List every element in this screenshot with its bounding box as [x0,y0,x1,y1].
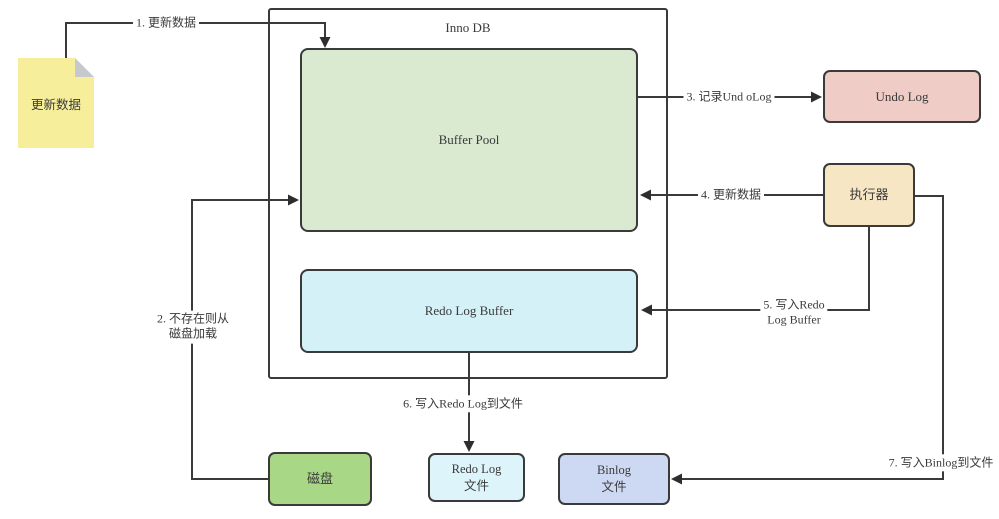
edge-label-step2-line2: 磁盘加载 [168,327,218,341]
edge-step3-arrowhead [811,91,822,103]
binlog-file-label: Binlog 文件 [597,462,631,496]
edge-step2-arrowhead [288,194,299,206]
edge-label-step2: 2. 不存在则从 磁盘加载 [153,310,233,344]
edge-step6-arrowhead [463,441,475,452]
note-paper [18,58,94,148]
innodb-container-box [268,8,668,379]
edge-label-step6: 6. 写入Redo Log到文件 [400,395,526,413]
buffer-pool-label: Buffer Pool [438,132,500,148]
redo-log-buffer-node: Redo Log Buffer [300,269,638,353]
redo-log-buffer-label: Redo Log Buffer [424,303,514,319]
edge-step7-arrowhead [671,473,682,485]
redo-log-file-node: Redo Log 文件 [428,453,525,502]
binlog-file-line2: 文件 [601,480,627,494]
redo-log-file-line2: 文件 [463,478,489,493]
update-note-label: 更新数据 [30,97,81,112]
edge-label-step7: 7. 写入Binlog到文件 [885,454,997,472]
edge-label-step4: 4. 更新数据 [697,186,765,204]
undo-log-label: Undo Log [875,88,929,104]
edge-step1-arrowhead [319,37,331,48]
innodb-title: Inno DB [445,20,491,35]
disk-node: 磁盘 [268,452,372,506]
disk-label: 磁盘 [306,471,333,487]
edge-label-step2-line1: 2. 不存在则从 [156,311,230,326]
note-shape [18,58,94,148]
redo-log-file-line1: Redo Log [451,461,502,476]
edge-step4-arrowhead [640,189,651,201]
binlog-file-node: Binlog 文件 [558,453,670,505]
binlog-file-line1: Binlog [596,463,632,478]
edge-label-step1: 1. 更新数据 [132,14,200,32]
edge-label-step5: 5. 写入Redo Log Buffer [760,296,828,330]
edge-label-step5-line1: 5. 写入Redo [763,297,825,312]
update-data-note: 更新数据 [18,58,94,148]
edge-step7-line [682,195,944,480]
buffer-pool-node: Buffer Pool [300,48,638,232]
note-fold-icon [75,58,94,77]
executor-label: 执行器 [849,187,889,203]
executor-node: 执行器 [823,163,915,227]
redo-log-file-label: Redo Log 文件 [452,461,502,495]
edge-label-step5-line2: Log Buffer [767,313,821,327]
edge-step5-arrowhead [641,304,652,316]
edge-label-step3: 3. 记录Und oLog [683,88,775,106]
edge-step5-line [652,227,870,311]
undo-log-node: Undo Log [823,70,981,123]
